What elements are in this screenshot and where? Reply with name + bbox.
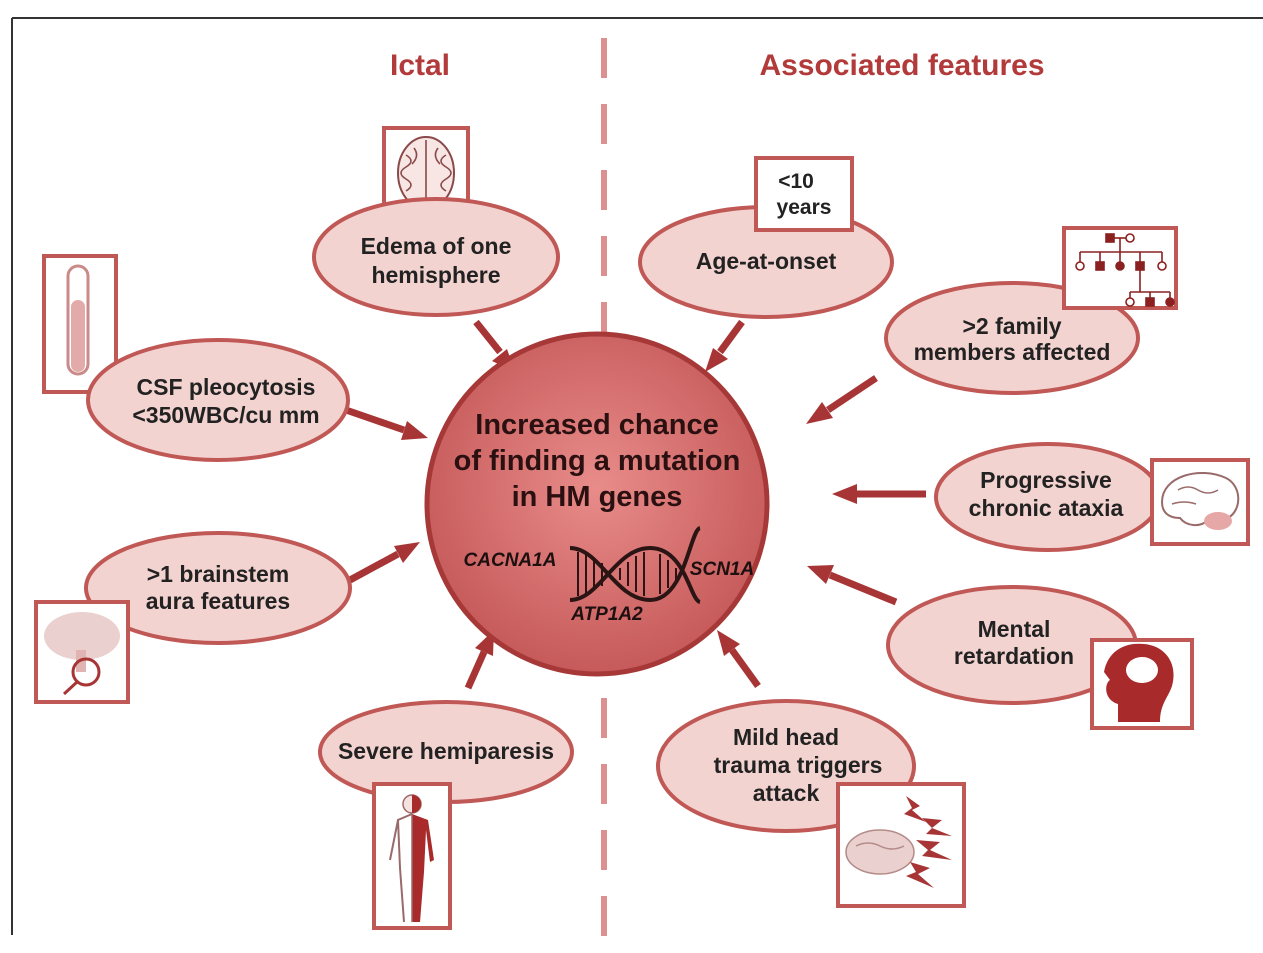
mental-label-1: Mental <box>978 616 1051 642</box>
family-ellipse <box>884 281 1140 395</box>
center-circle <box>424 331 770 677</box>
age-box-line-1: <10 <box>778 170 814 193</box>
brainstem-magnifier-icon <box>44 612 120 696</box>
edema-label-1: Edema of one <box>361 233 512 259</box>
pedigree-chart-icon <box>1075 233 1175 307</box>
csf-label-1: CSF pleocytosis <box>137 374 316 400</box>
trauma-label-2: trauma triggers <box>714 752 883 778</box>
node-age-at-onset: Age-at-onset <10 years <box>638 156 894 319</box>
age-label: Age-at-onset <box>696 248 837 274</box>
csf-label-2: <350WBC/cu mm <box>132 402 319 428</box>
ataxia-label-2: chronic ataxia <box>969 495 1124 521</box>
head-silhouette-icon <box>1104 643 1174 722</box>
header-associated-features: Associated features <box>759 49 1044 82</box>
dna-helix-icon <box>569 526 702 604</box>
hemiparesis-label: Severe hemiparesis <box>338 738 554 764</box>
brain-cerebellum-icon <box>1160 471 1240 530</box>
node-brainstem: >1 brainstem aura features <box>34 531 352 704</box>
node-family: >2 family members affected <box>884 226 1178 395</box>
node-trauma: Mild head trauma triggers attack <box>656 699 966 908</box>
family-label-1: >2 family <box>962 313 1061 339</box>
center-line-2: of finding a mutation <box>454 445 741 477</box>
edema-ellipse <box>312 197 560 317</box>
gene-scn1a: SCN1A <box>690 559 754 580</box>
mental-label-2: retardation <box>954 643 1074 669</box>
trauma-label-3: attack <box>753 780 820 806</box>
test-tube-icon <box>66 264 90 376</box>
gene-cacna1a: CACNA1A <box>464 550 557 571</box>
arrow-family <box>806 375 878 424</box>
arrow-csf <box>344 406 428 440</box>
node-edema: Edema of one hemisphere <box>312 126 560 317</box>
node-hemiparesis: Severe hemiparesis <box>318 700 574 930</box>
node-mental: Mental retardation <box>886 585 1194 730</box>
arrow-mental <box>807 565 898 606</box>
brainstem-label-1: >1 brainstem <box>147 561 290 587</box>
csf-ellipse <box>86 338 350 462</box>
family-label-2: members affected <box>914 339 1111 365</box>
gene-atp1a2: ATP1A2 <box>570 604 643 625</box>
half-body-icon <box>389 794 434 923</box>
ataxia-label-1: Progressive <box>980 467 1112 493</box>
arrow-brainstem <box>348 542 420 584</box>
center-line-3: in HM genes <box>512 481 683 513</box>
edema-label-2: hemisphere <box>371 262 500 288</box>
brainstem-ellipse <box>84 531 352 645</box>
node-ataxia: Progressive chronic ataxia <box>934 442 1250 552</box>
arrow-ataxia <box>832 484 926 504</box>
node-csf: CSF pleocytosis <350WBC/cu mm <box>42 254 350 462</box>
age-box-line-2: years <box>777 196 832 219</box>
center-node: Increased chance of finding a mutation i… <box>424 331 770 677</box>
arrow-age <box>705 319 745 372</box>
arrow-trauma <box>717 630 761 689</box>
age-box <box>754 156 854 232</box>
header-ictal: Ictal <box>390 49 450 82</box>
brainstem-label-2: aura features <box>146 588 290 614</box>
trauma-label-1: Mild head <box>733 724 839 750</box>
arrows <box>344 319 926 690</box>
center-line-1: Increased chance <box>475 409 718 441</box>
brain-lightning-icon <box>845 796 952 888</box>
